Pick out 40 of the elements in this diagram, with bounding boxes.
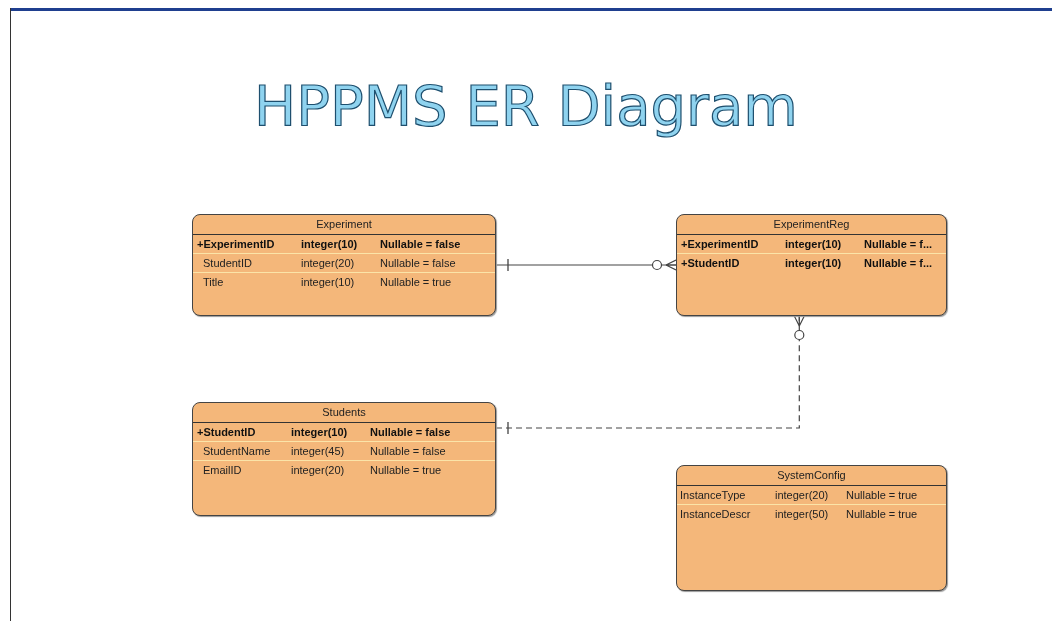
column-name: InstanceDescr [680, 507, 751, 522]
column-name: StudentName [203, 444, 271, 459]
column-name: +StudentID [197, 425, 256, 440]
entity-name: Experiment [316, 217, 372, 232]
relationship-line [495, 315, 805, 435]
data-type: integer(10) [785, 256, 842, 271]
entity-table [676, 214, 947, 316]
nullable-constraint: Nullable = false [380, 237, 461, 252]
column-name: +ExperimentID [681, 237, 759, 252]
entity-table [676, 465, 947, 591]
data-type: integer(10) [301, 275, 355, 290]
column-name: InstanceType [680, 488, 746, 503]
nullable-constraint: Nullable = false [370, 444, 446, 459]
data-type: integer(45) [291, 444, 345, 459]
data-type: integer(10) [291, 425, 348, 440]
data-type: integer(10) [785, 237, 842, 252]
data-type: integer(20) [301, 256, 355, 271]
column-name: StudentID [203, 256, 252, 271]
relationship-line [495, 258, 677, 272]
nullable-constraint: Nullable = true [846, 488, 918, 503]
data-type: integer(20) [775, 488, 829, 503]
column-name: EmailID [203, 463, 242, 478]
data-type: integer(50) [775, 507, 829, 522]
entity-table [192, 214, 496, 316]
nullable-constraint: Nullable = false [380, 256, 456, 271]
column-name: +StudentID [681, 256, 740, 271]
nullable-constraint: Nullable = false [370, 425, 451, 440]
data-type: integer(10) [301, 237, 358, 252]
nullable-constraint: Nullable = true [370, 463, 442, 478]
entity-table [192, 402, 496, 516]
entity-name: Students [322, 405, 366, 420]
column-name: Title [203, 275, 224, 290]
nullable-constraint: Nullable = f... [864, 237, 933, 252]
data-type: integer(20) [291, 463, 345, 478]
nullable-constraint: Nullable = true [380, 275, 452, 290]
nullable-constraint: Nullable = f... [864, 256, 933, 271]
nullable-constraint: Nullable = true [846, 507, 918, 522]
entity-name: ExperimentReg [773, 217, 850, 232]
entity-name: SystemConfig [777, 468, 846, 483]
column-name: +ExperimentID [197, 237, 275, 252]
